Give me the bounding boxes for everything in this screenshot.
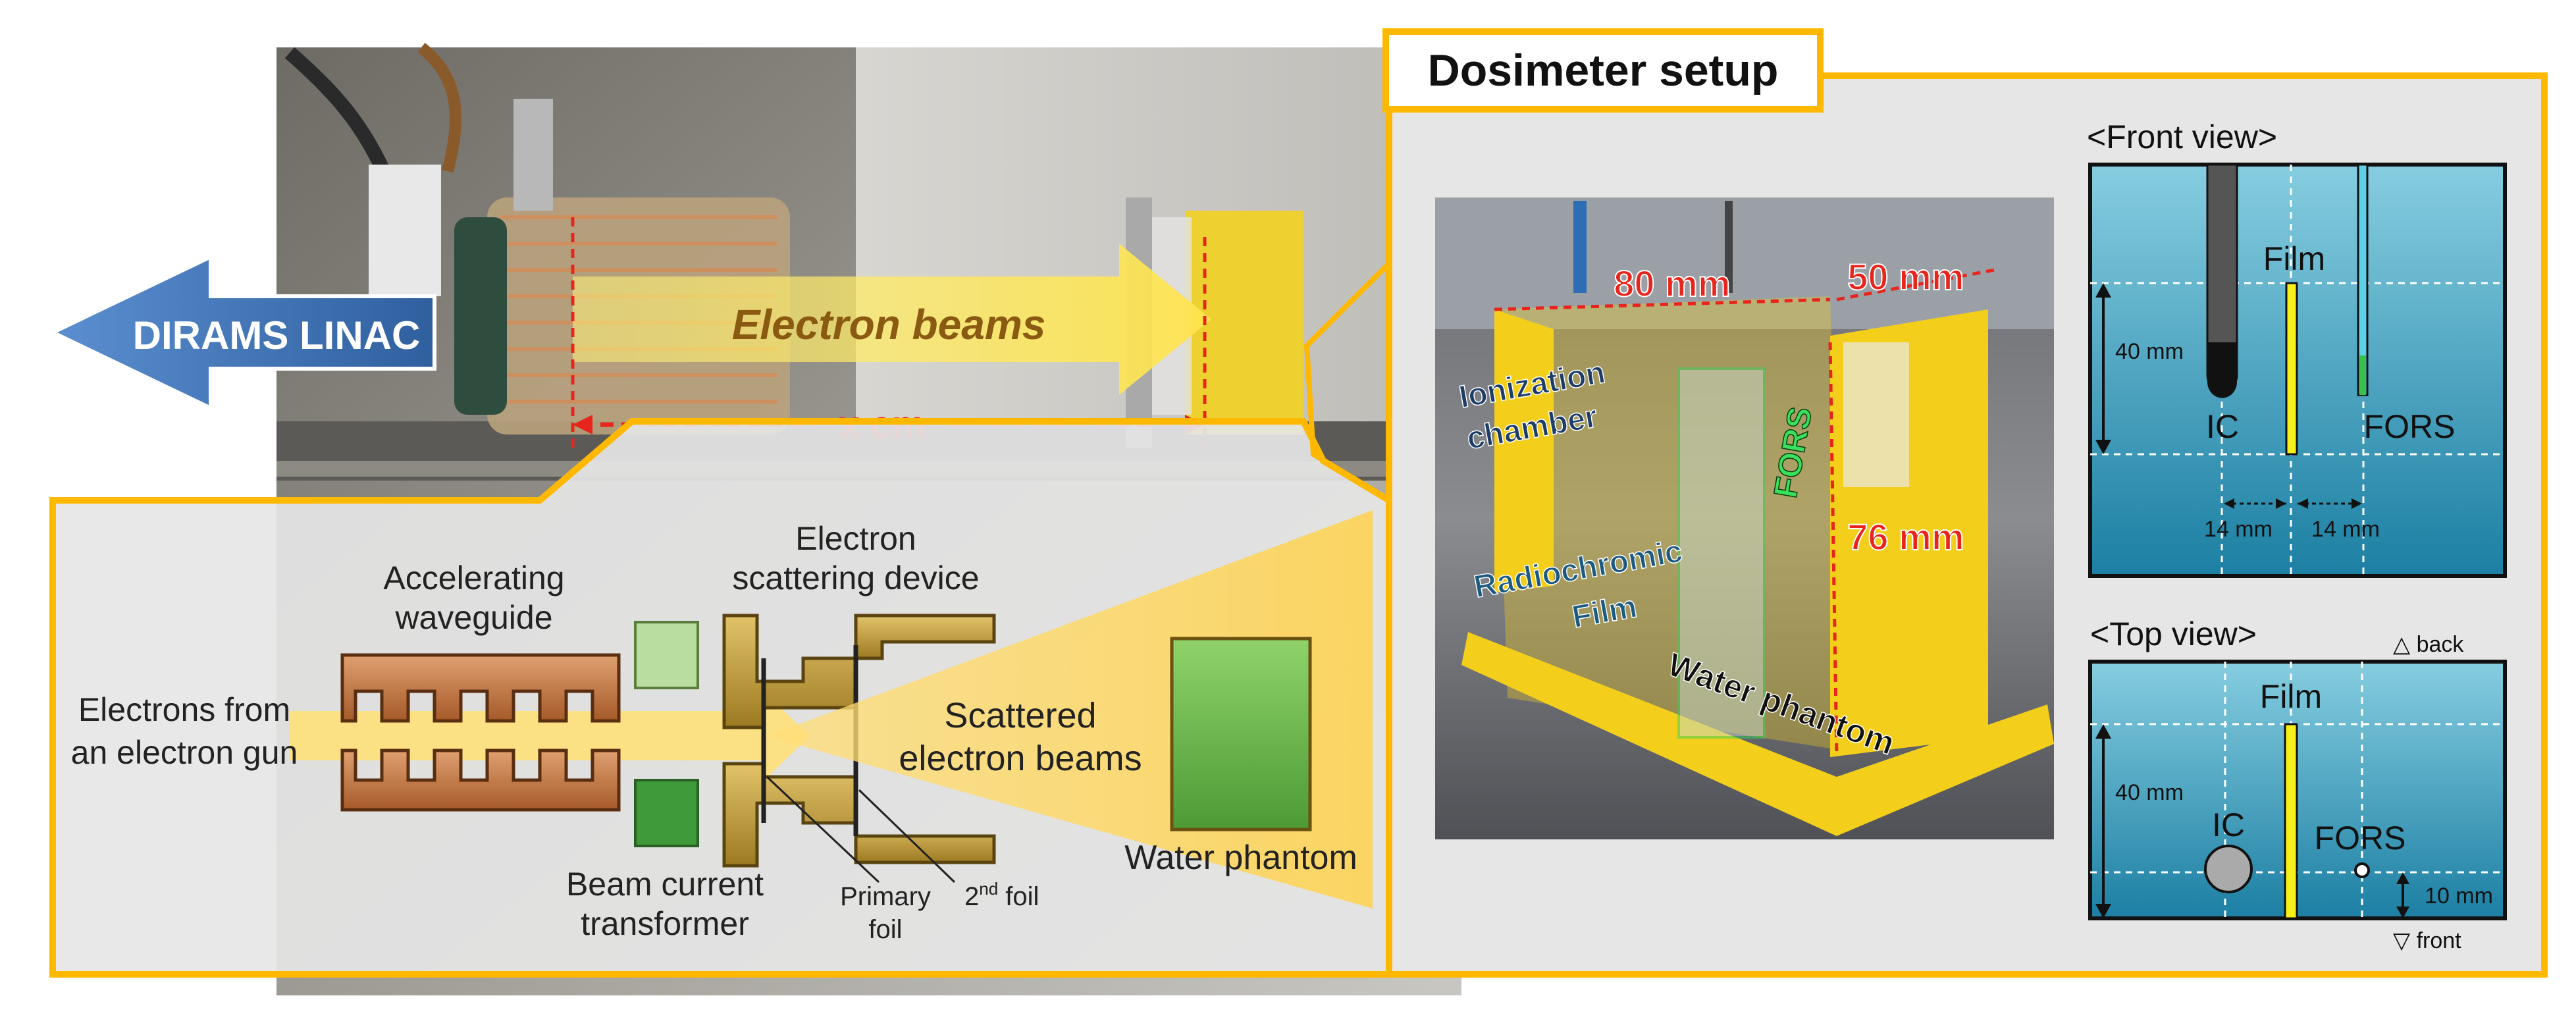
- front-view-diagram: [2088, 163, 2507, 578]
- svg-text:Primary: Primary: [840, 882, 931, 911]
- front-spacing-right: 14 mm: [2311, 517, 2380, 542]
- front-depth-label: 40 mm: [2115, 339, 2184, 364]
- linac-label: DIRAMS LINAC: [133, 313, 421, 357]
- top-view-title: <Top view>: [2090, 616, 2257, 652]
- dimension-width: 80 mm: [1614, 263, 1730, 304]
- beam-label: Electron beams: [732, 301, 1046, 348]
- electron-beam-arrow: Electron beams: [573, 244, 1211, 395]
- svg-text:an electron gun: an electron gun: [71, 734, 298, 771]
- scattered-beams-label: Scattered electron beams: [899, 696, 1142, 778]
- electron-gun-label: Electrons from an electron gun: [71, 691, 298, 771]
- top-ic-label: IC: [2212, 806, 2245, 843]
- primary-foil-label: Primary foil: [766, 776, 931, 944]
- top-view-diagram: [2088, 660, 2507, 920]
- waveguide-label: Accelerating waveguide: [383, 560, 564, 636]
- front-spacing-left: 14 mm: [2204, 517, 2273, 542]
- dosimeter-photo-dimensions: [1494, 268, 1995, 758]
- svg-text:Accelerating: Accelerating: [383, 560, 564, 596]
- front-view-title: <Front view>: [2087, 118, 2277, 155]
- front-film-label: Film: [2263, 240, 2325, 277]
- top-back-label: △ back: [2393, 632, 2464, 657]
- svg-text:transformer: transformer: [581, 905, 749, 942]
- bct-label: Beam current transformer: [566, 866, 764, 942]
- top-front-label: ▽ front: [2393, 928, 2461, 953]
- beam-current-transformer: [634, 621, 699, 847]
- top-film-label: Film: [2260, 678, 2322, 715]
- top-offset-label: 10 mm: [2425, 883, 2493, 908]
- svg-text:waveguide: waveguide: [394, 599, 552, 636]
- top-fors-label: FORS: [2315, 820, 2406, 856]
- electron-injection-arrow: [290, 691, 810, 781]
- svg-text:Beam current: Beam current: [566, 866, 764, 903]
- linac-direction-arrow: DIRAMS LINAC: [48, 253, 436, 411]
- svg-text:Electron: Electron: [795, 520, 916, 557]
- water-phantom-label: Water phantom: [1124, 839, 1357, 877]
- svg-text:Electrons from: Electrons from: [78, 691, 290, 728]
- scattering-device: [722, 614, 996, 868]
- second-foil-label: 2nd foil: [858, 789, 1039, 911]
- svg-text:electron beams: electron beams: [899, 739, 1142, 778]
- accelerating-waveguide: [340, 653, 621, 812]
- front-ic-label: IC: [2206, 408, 2239, 445]
- dimension-depth: 50 mm: [1847, 256, 1964, 298]
- dimension-height: 76 mm: [1847, 516, 1964, 558]
- top-depth-label: 40 mm: [2115, 780, 2184, 805]
- svg-text:foil: foil: [868, 915, 902, 944]
- svg-text:Scattered: Scattered: [944, 696, 1096, 735]
- svg-text:scattering device: scattering device: [732, 560, 979, 596]
- dosimeter-title: Dosimeter setup: [1428, 45, 1779, 95]
- front-fors-label: FORS: [2364, 408, 2456, 445]
- scattering-device-label: Electron scattering device: [732, 520, 979, 596]
- water-phantom-block: [1170, 637, 1312, 831]
- svg-text:2nd foil: 2nd foil: [964, 879, 1039, 911]
